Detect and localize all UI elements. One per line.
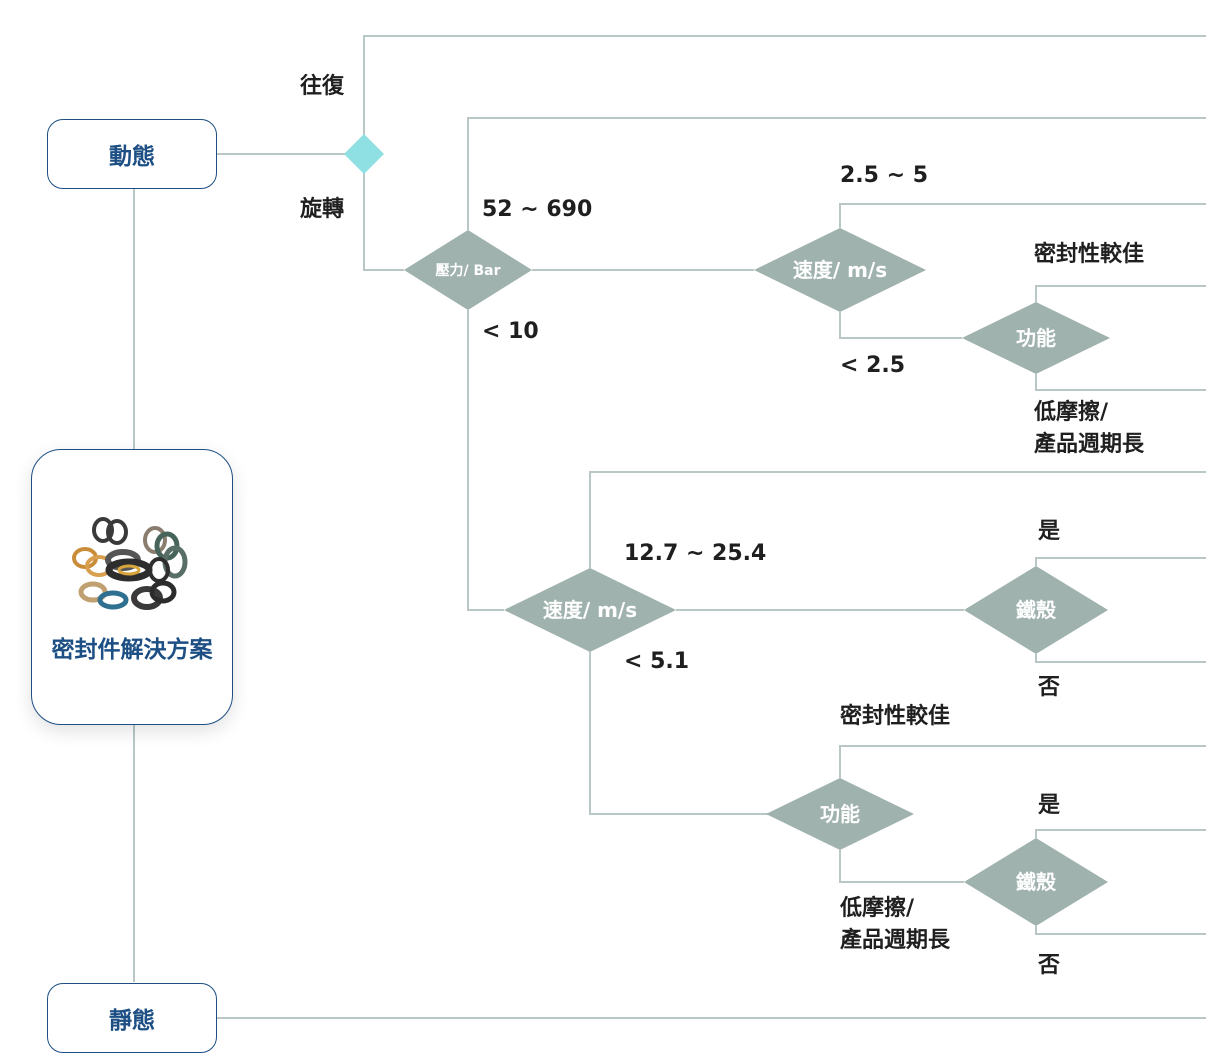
shell1-diamond (964, 566, 1108, 654)
speed2-diamond-label: 速度/ m/s (543, 598, 637, 622)
shell2-diamond (964, 838, 1108, 926)
pressure-high-label: 52 ~ 690 (482, 197, 593, 222)
speed1-low-branch (839, 312, 962, 339)
function2-friction-label-1: 低摩擦/ (840, 896, 915, 921)
reciprocating-branch (363, 35, 1206, 136)
shell1-no-label: 否 (1038, 675, 1061, 700)
speed1-diamond (754, 228, 926, 312)
speed2-high-branch (589, 471, 1206, 568)
speed2-low-label: < 5.1 (624, 649, 690, 674)
function1-diamond (962, 302, 1110, 374)
rotary-branch (363, 172, 404, 271)
function2-friction-branch (839, 850, 964, 883)
function1-diamond-label: 功能 (1016, 326, 1056, 350)
function1-seal-label: 密封性較佳 (1034, 242, 1145, 267)
pressure-diamond-label: 壓力/ Bar (435, 262, 500, 279)
shell1-yes-branch (1035, 557, 1206, 566)
shell2-no-branch (1035, 926, 1206, 935)
speed2-low-branch (589, 652, 768, 815)
speed2-diamond (504, 568, 676, 652)
static-node[interactable]: 靜態 (47, 983, 217, 1053)
root-title: 密封件解決方案 (51, 637, 213, 663)
shell2-yes-branch (1035, 829, 1206, 838)
speed1-diamond-label: 速度/ m/s (793, 258, 887, 282)
function2-seal-label: 密封性較佳 (840, 704, 951, 729)
pressure-diamond (404, 230, 532, 310)
speed1-low-label: < 2.5 (840, 353, 906, 378)
function2-diamond-label: 功能 (820, 802, 860, 826)
speed1-high-label: 2.5 ~ 5 (840, 163, 929, 188)
speed1-high-branch (839, 203, 1206, 228)
function2-seal-branch (839, 745, 1206, 778)
rotary-label: 旋轉 (300, 197, 345, 222)
function1-friction-label-1: 低摩擦/ (1034, 400, 1109, 425)
function2-friction-label-2: 產品週期長 (840, 928, 951, 953)
shell1-diamond-label: 鐵殼 (1016, 598, 1057, 622)
pressure-low-branch (467, 310, 504, 611)
function1-friction-branch (1035, 374, 1206, 391)
shell1-yes-label: 是 (1038, 519, 1061, 544)
shell2-yes-label: 是 (1038, 793, 1061, 818)
reciprocating-label: 往復 (300, 74, 345, 99)
dynamic-node[interactable]: 動態 (47, 119, 217, 189)
root-node[interactable]: 密封件解決方案 (31, 449, 233, 725)
shell1-no-branch (1035, 654, 1206, 663)
pressure-low-label: < 10 (482, 319, 539, 344)
speed2-high-label: 12.7 ~ 25.4 (624, 541, 767, 566)
shell2-no-label: 否 (1038, 953, 1061, 978)
function2-diamond (766, 778, 914, 850)
shell2-diamond-label: 鐵殼 (1016, 870, 1057, 894)
dynamic-label: 動態 (109, 144, 155, 170)
motion-diamond (344, 134, 384, 174)
static-label: 靜態 (109, 1008, 155, 1034)
function1-friction-label-2: 產品週期長 (1034, 432, 1145, 457)
seals-icon (72, 517, 188, 610)
function1-seal-branch (1035, 285, 1206, 302)
pressure-up-branch (467, 117, 1206, 230)
